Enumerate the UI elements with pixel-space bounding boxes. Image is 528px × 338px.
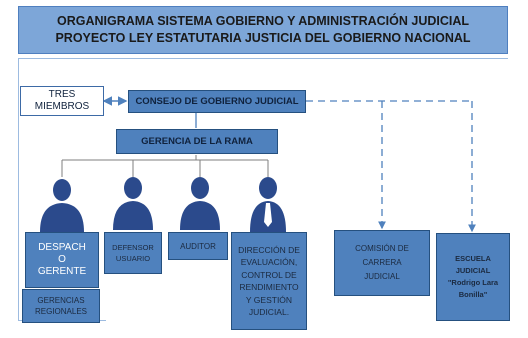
node-despacho-gerente: DESPACH O GERENTE [25, 232, 99, 288]
node-consejo-gobierno-judicial: CONSEJO DE GOBIERNO JUDICIAL [128, 90, 306, 113]
person-icon-despacho [40, 179, 84, 232]
node-comision-carrera-judicial: COMISIÓN DE CARRERA JUDICIAL [334, 230, 430, 296]
node-direccion-evaluacion: DIRECCIÓN DE EVALUACIÓN, CONTROL DE REND… [231, 232, 307, 330]
node-gerencia-rama: GERENCIA DE LA RAMA [116, 129, 278, 154]
chart-title-line-2: PROYECTO LEY ESTATUTARIA JUSTICIA DEL GO… [55, 31, 471, 45]
node-gerencias-regionales: GERENCIAS REGIONALES [22, 289, 100, 323]
person-icon-defensor [113, 177, 153, 230]
person-icon-direccion [250, 177, 286, 232]
chart-title-box: ORGANIGRAMA SISTEMA GOBIERNO Y ADMINISTR… [18, 6, 508, 54]
node-tres-miembros: TRES MIEMBROS [20, 86, 104, 116]
node-auditor: AUDITOR [168, 232, 228, 260]
chart-title-line-1: ORGANIGRAMA SISTEMA GOBIERNO Y ADMINISTR… [56, 14, 470, 28]
node-defensor-usuario: DEFENSOR USUARIO [104, 232, 162, 274]
person-icon-auditor [180, 177, 220, 230]
diagram-frame [18, 58, 508, 320]
node-escuela-judicial: ESCUELA JUDICIAL "Rodrigo Lara Bonilla" [436, 233, 510, 321]
